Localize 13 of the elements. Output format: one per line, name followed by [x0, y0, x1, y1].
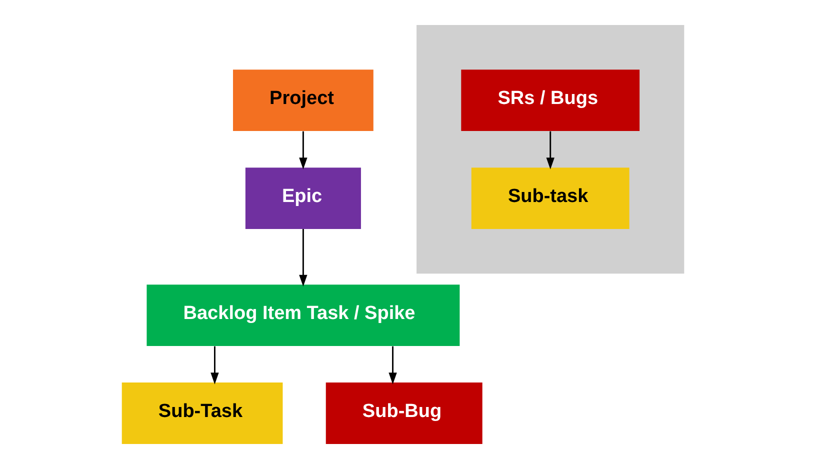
cluster — [416, 24, 684, 274]
node-box: Sub-Bug — [325, 382, 482, 444]
arrow — [298, 131, 307, 170]
node-box: Backlog Item Task / Spike — [146, 284, 460, 346]
node-box: Project — [232, 70, 373, 132]
arrow — [546, 131, 554, 170]
arrow — [210, 346, 218, 384]
arrow — [298, 229, 307, 287]
node-box: Epic — [244, 168, 360, 229]
node-box: Sub-Task — [121, 382, 282, 444]
arrow — [388, 346, 396, 384]
node-box: SRs / Bugs — [460, 70, 640, 132]
node-box: Sub-task — [470, 168, 629, 229]
